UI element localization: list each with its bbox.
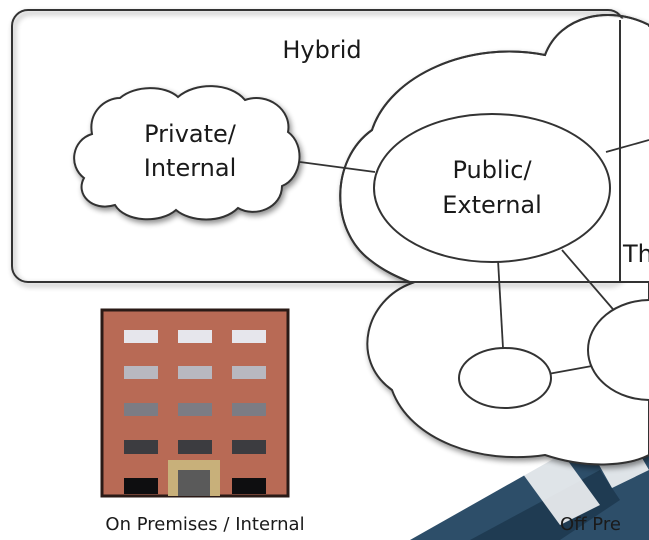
building-windows xyxy=(124,330,266,494)
third-cloud-partial-label: Th xyxy=(622,240,649,268)
private-label-line1: Private/ xyxy=(144,120,237,148)
public-external-node xyxy=(373,113,611,263)
third-cloud-patch xyxy=(621,230,649,272)
public-cloud-outline-top xyxy=(339,14,649,284)
off-premises-partial-label: Off Pre xyxy=(560,514,621,535)
hybrid-label: Hybrid xyxy=(282,36,361,64)
on-premises-label: On Premises / Internal xyxy=(105,514,304,535)
public-small-node-1 xyxy=(458,347,552,409)
connector-lines xyxy=(299,139,649,375)
private-label-line2: Internal xyxy=(144,154,237,182)
private-cloud-shape xyxy=(73,85,301,221)
public-small-node-2 xyxy=(587,299,649,401)
public-label-line2: External xyxy=(442,191,542,219)
building-icon xyxy=(100,308,290,498)
public-label-line1: Public/ xyxy=(452,156,532,184)
building-door xyxy=(178,470,210,496)
